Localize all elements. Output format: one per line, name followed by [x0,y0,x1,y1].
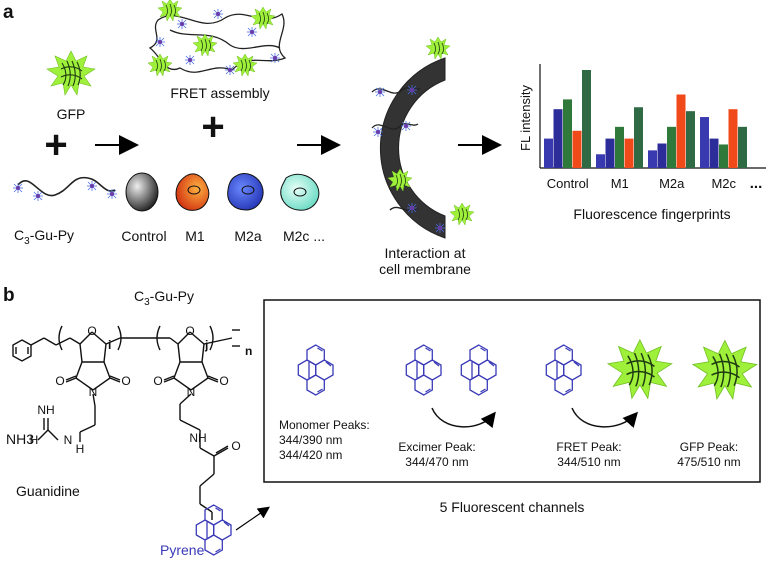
gfp-protein-icon [46,50,96,96]
fingerprints-caption: Fluorescence fingerprints [573,206,730,222]
gfp-peak-text: GFP Peak: 475/510 nm [677,440,740,469]
svg-text:O: O [55,374,64,388]
chart-tick-label-m2c: M2c [711,176,736,191]
cell-label-m2c: M2c ... [283,228,325,244]
cell-m1-icon [175,173,210,211]
cell-label-m2a: M2a [234,228,261,244]
svg-text:344/420 nm: 344/420 nm [279,448,342,462]
fret-curved-arrow [571,407,638,428]
polymer-structure-icon [12,325,240,520]
bar-m2c-4 [728,109,738,168]
membrane-caption-line1: Interaction at [385,245,466,261]
svg-text:Excimer Peak:: Excimer Peak: [398,440,475,454]
bar-m2a-3 [667,126,676,168]
pyrene-monomer-icon [297,344,334,396]
svg-text:H: H [30,433,39,447]
cell-control-icon [125,172,159,212]
excimer-curved-arrow [431,407,496,429]
fret-assembly-icon [147,0,287,77]
fret-assembly-label: FRET assembly [170,85,269,101]
polymer-structure-title: C3-Gu-Py [134,288,194,308]
plus-sign-1: + [44,123,67,167]
svg-text:344/470 nm: 344/470 nm [405,455,468,469]
fingerprint-bar-chart: FL intensity Control M1 M2a M2c ... [518,64,766,192]
bar-m2c-2 [709,138,719,168]
svg-text:O: O [87,324,96,338]
ammonium-label: NH3 [6,431,34,447]
channels-caption: 5 Fluorescent channels [440,499,585,515]
chart-ellipsis: ... [750,175,763,192]
bar-control-2 [553,109,563,168]
bar-m2a-4 [676,94,686,168]
bar-control-5 [582,70,591,168]
polymer-chain-icon [12,176,118,202]
pyrene-label: Pyrene [160,542,205,558]
cell-m2a-icon [227,173,264,211]
svg-text:NH: NH [37,403,54,417]
bar-control-3 [563,99,572,168]
monomer-text: Monomer Peaks: 344/390 nm 344/420 nm [279,418,370,462]
svg-text:NH: NH [189,431,206,445]
bar-control-1 [544,138,553,168]
svg-text:N: N [187,385,196,399]
fret-text: FRET Peak: 344/510 nm [556,440,621,469]
chart-tick-label-m2a: M2a [659,176,685,191]
excimer-text: Excimer Peak: 344/470 nm [398,440,475,469]
svg-text:O: O [185,324,194,338]
svg-text:O: O [219,374,228,388]
cell-label-m1: M1 [185,228,205,244]
bar-control-4 [572,130,582,168]
index-i: i [108,338,111,352]
membrane-caption-line2: cell membrane [379,261,471,277]
structure-atom-labels: O O O O O O N N H N H NH NH O i j n [30,324,253,456]
polymer-label: C3-Gu-Py [14,227,74,247]
pyrene-excimer-icon-2 [460,344,497,396]
guanidine-label: Guanidine [16,483,80,499]
svg-text:344/510 nm: 344/510 nm [557,455,620,469]
gfp-fret-icon [607,339,673,400]
svg-text:475/510 nm: 475/510 nm [677,455,740,469]
panel-a-letter: a [3,2,14,23]
bar-m2a-2 [657,143,667,168]
bar-m2c-1 [700,117,709,168]
svg-text:O: O [153,374,162,388]
svg-text:FRET Peak:: FRET Peak: [556,440,621,454]
cell-label-control: Control [121,228,166,244]
chart-y-axis-label: FL intensity [518,85,533,151]
chart-tick-label-control: Control [547,176,589,191]
bar-m2c-3 [719,144,728,168]
cell-membrane-icon [371,36,475,239]
svg-text:344/390 nm: 344/390 nm [279,433,342,447]
panel-b-letter: b [3,285,15,306]
svg-text:H: H [76,442,85,456]
svg-text:N: N [64,433,73,447]
svg-text:Monomer Peaks:: Monomer Peaks: [279,418,370,432]
pyrene-fret-icon [545,344,582,396]
cell-m2c-icon [280,173,320,211]
plus-sign-2: + [201,105,224,149]
svg-text:O: O [121,374,130,388]
bar-m1-2 [605,138,615,168]
chart-tick-label-m1: M1 [611,176,629,191]
index-j: j [204,338,208,352]
svg-text:O: O [231,439,240,453]
index-n: n [245,344,252,358]
bar-m2c-5 [738,126,747,168]
svg-text:GFP Peak:: GFP Peak: [680,440,738,454]
bar-m1-1 [596,154,605,168]
bar-m2a-5 [686,111,695,168]
svg-text:N: N [89,385,98,399]
channels-box [263,299,761,483]
pyrene-excimer-icon-1 [405,344,442,396]
gfp-peak-icon [692,339,758,400]
bar-m1-5 [634,107,643,168]
arrow-to-channels-box [235,506,270,531]
bar-m1-3 [615,126,624,168]
bar-m2a-1 [648,150,657,168]
gfp-label: GFP [57,106,86,122]
bar-m1-4 [624,138,634,168]
